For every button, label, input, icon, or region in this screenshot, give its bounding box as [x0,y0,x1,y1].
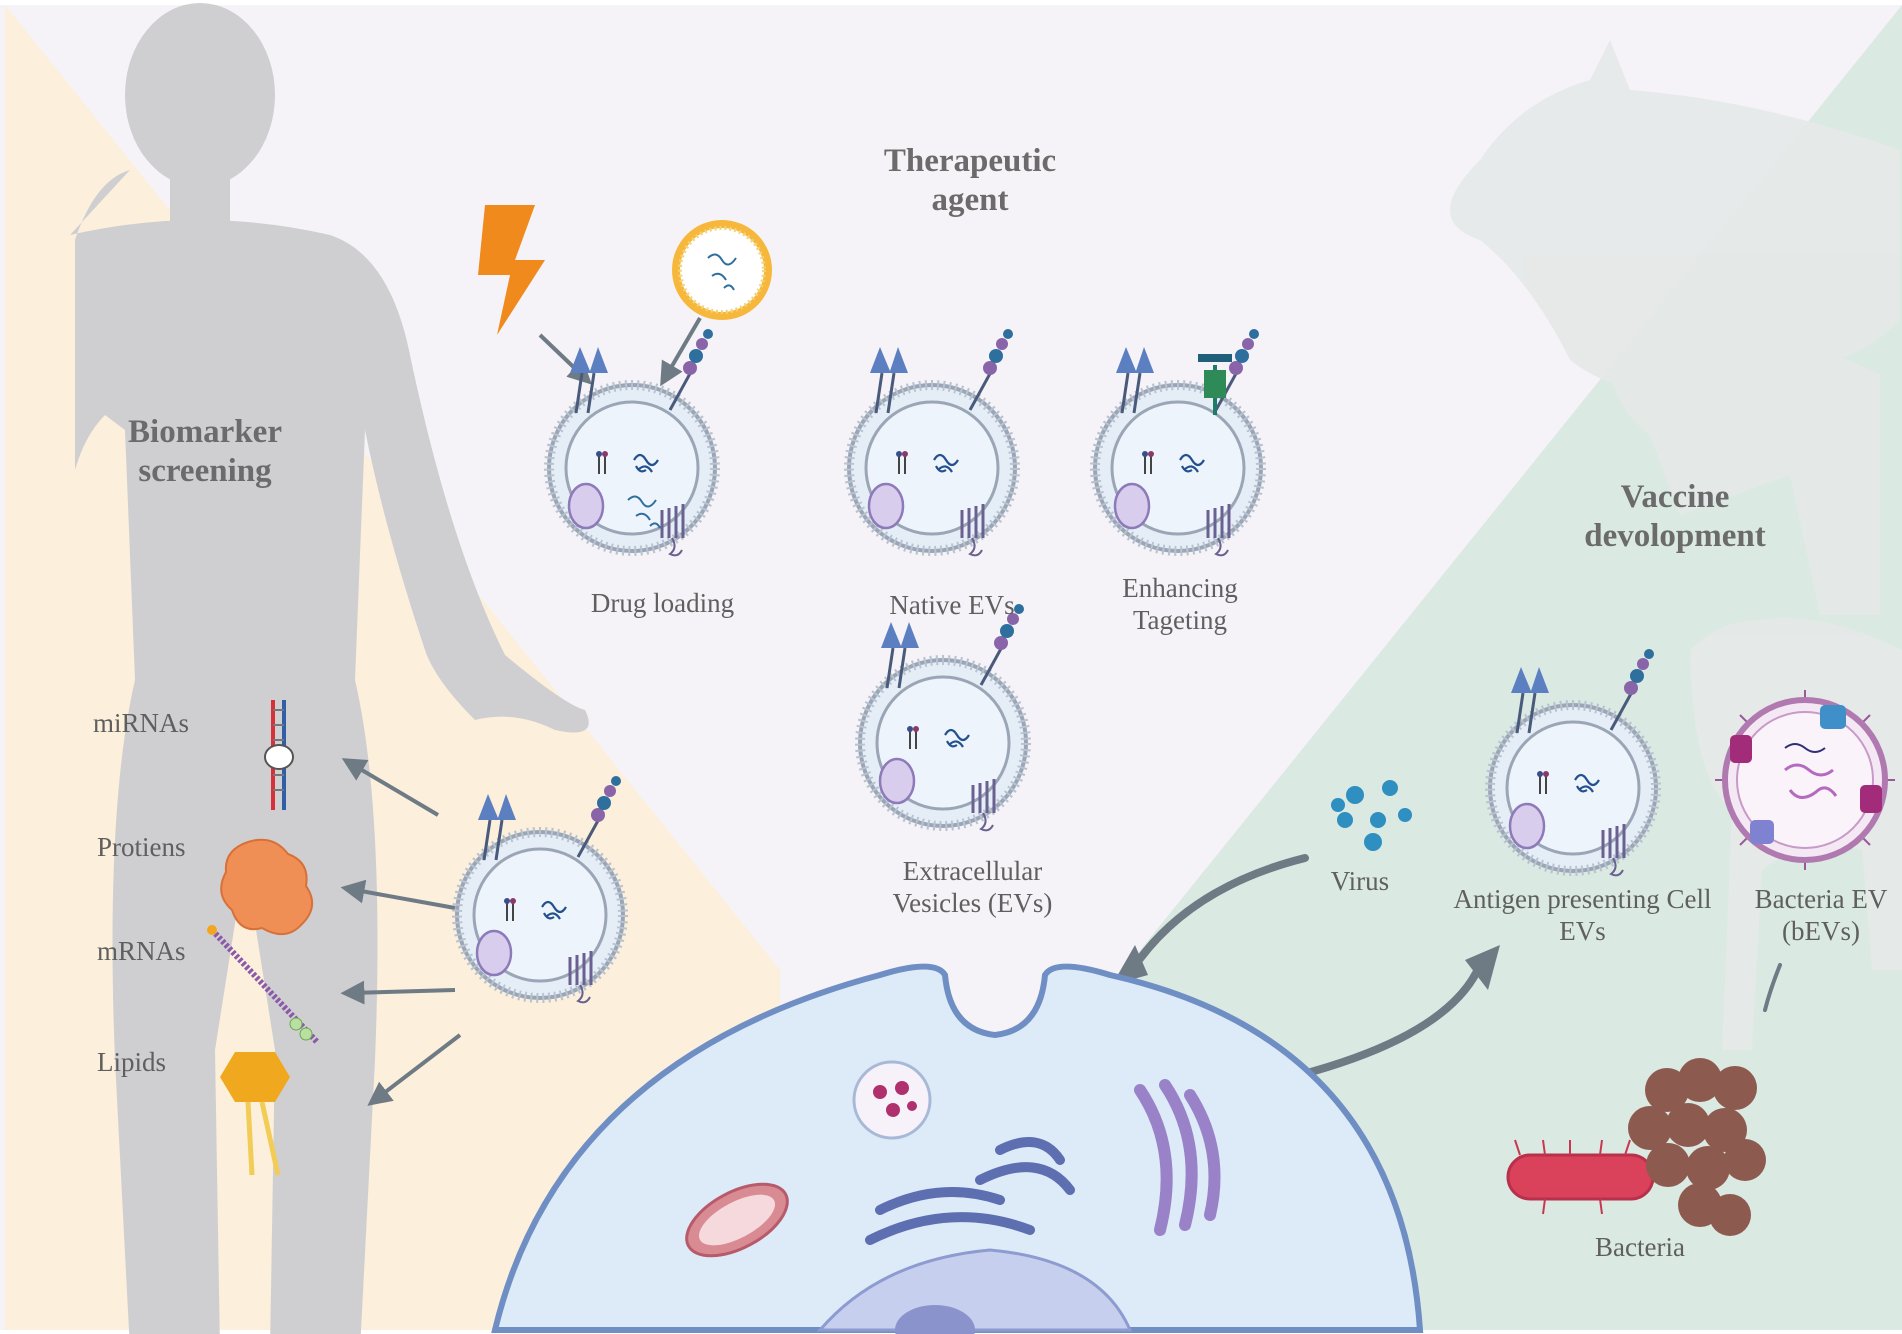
nucleolus-icon [895,1305,975,1334]
human-silhouette [70,3,589,1334]
mrna-strand-icon [207,925,321,1046]
extracellular-line2: Vesicles (EVs) [892,887,1053,918]
arrow-to-apc-head [1465,945,1500,990]
biomarker-title-line1: Biomarker [128,414,282,450]
mirna-hairpin-icon [264,700,294,810]
golgi-apparatus-icon [1134,1079,1221,1236]
label-extracellular-vesicles: Extracellular Vesicles (EVs) [850,856,1095,920]
vaccine-title-line1: Vaccine [1620,479,1730,515]
therapeutic-title-line1: Therapeutic [883,143,1057,179]
label-bacteria: Bacteria [1595,1232,1685,1262]
biomarker-arrows [340,758,462,1106]
label-virus: Virus [1330,866,1390,896]
virus-icons [1331,780,1412,851]
label-lipids: Lipids [97,1047,167,1077]
bacteria-ev-icon [1715,690,1895,870]
label-native-evs: Native EVs [889,590,1015,620]
section-title-vaccine: Vaccine devolopment [1545,478,1805,556]
vaccine-title-line2: devolopment [1584,517,1766,554]
enhancing-line2: Tageting [1132,604,1228,635]
curved-arrows [1126,854,1782,1079]
section-title-biomarker: Biomarker screening [90,413,320,491]
biomarker-icons [207,700,321,1176]
lightning-icon [478,205,545,335]
endoplasmic-reticulum-icon [865,1137,1075,1245]
protein-blob-icon [220,838,313,935]
bacteria-ev-line1: Bacteria EV [1754,884,1888,914]
nucleus-icon [816,1248,1133,1332]
apc-line1: Antigen presenting Cell [1453,884,1712,914]
label-bacteria-ev: Bacteria EV (bEVs) [1740,884,1902,948]
host-cell [491,963,1424,1334]
label-apc-evs: Antigen presenting Cell EVs [1420,884,1745,948]
biomarker-title-line2: screening [138,452,272,489]
lipid-icon [220,1052,290,1176]
loaded-drug-molecules [627,495,661,529]
targeting-ligand-icon [1198,354,1232,415]
mitochondrion-icon [685,1182,789,1258]
label-drug-loading: Drug loading [590,588,735,618]
bacteria-cluster-icon [1628,1058,1766,1236]
label-enhancing-targeting: Enhancing Tageting [1085,573,1275,637]
enhancing-line1: Enhancing [1122,573,1238,603]
label-mirnas: miRNAs [93,708,190,738]
liposome-icon [672,220,772,320]
therapeutic-title-line2: agent [931,181,1009,218]
extracellular-line1: Extracellular [902,856,1043,886]
section-title-therapeutic: Therapeutic agent [840,142,1100,220]
label-proteins: Protiens [97,832,186,862]
apc-line2: EVs [1559,915,1606,946]
label-mrnas: mRNAs [97,936,186,966]
endosome-icon [852,1060,932,1140]
bacteria-ev-line2: (bEVs) [1782,915,1860,946]
